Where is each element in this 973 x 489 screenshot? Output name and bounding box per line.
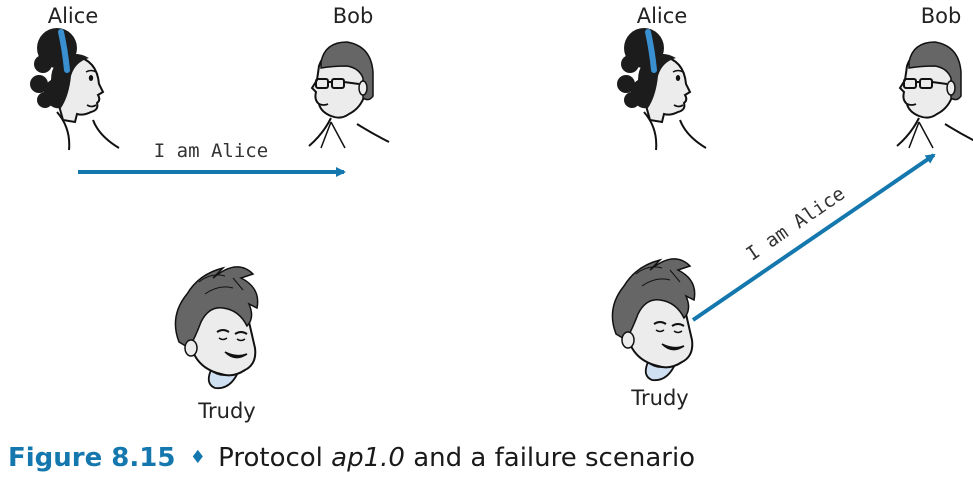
caption-text-start: Protocol [218,443,332,473]
diamond-icon: ♦ [189,447,206,468]
figure-caption: Figure 8.15 ♦ Protocol ap1.0 and a failu… [8,443,695,473]
alice-avatar [617,28,706,150]
bob-label: Bob [333,4,374,28]
figure-number: Figure 8.15 [8,443,176,473]
bob-label: Bob [921,4,962,28]
message-arrow [691,153,936,322]
protocol-name: ap1.0 [331,443,405,473]
trudy-label: Trudy [630,386,688,410]
alice-label: Alice [48,4,99,28]
protocol-diagram: Alice Bob Trudy I am Alice Alice Bob Tru… [0,4,973,423]
bob-avatar [896,41,973,149]
trudy-avatar [174,265,259,390]
bob-avatar [308,41,390,149]
trudy-label: Trudy [197,399,255,423]
alice-avatar [30,28,119,150]
left-scene: Alice Bob Trudy I am Alice [30,4,390,423]
caption-text-end: and a failure scenario [404,443,696,473]
message-label: I am Alice [154,140,268,162]
trudy-avatar [611,257,696,382]
right-scene: Alice Bob Trudy I am Alice [611,4,973,410]
alice-label: Alice [637,4,688,28]
